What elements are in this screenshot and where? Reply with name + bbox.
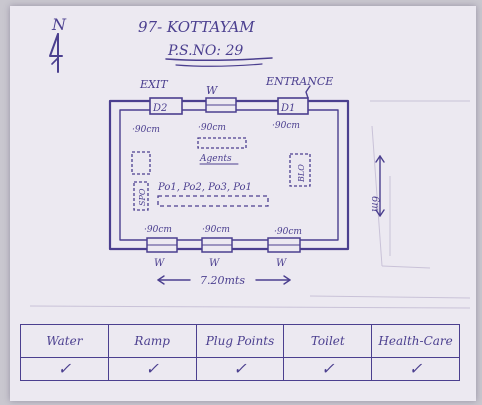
facilities-table: Water Ramp Plug Points Toilet Health-Car… — [20, 324, 460, 381]
health-care-check-mark: ✓ — [371, 357, 460, 381]
length-label: 7.20mts — [200, 274, 245, 287]
width-bottom-mid: ·90cm — [202, 225, 230, 235]
left-desk: SPO — [131, 151, 151, 211]
ghost-lines — [29, 100, 471, 309]
window-bottom-mid — [201, 237, 233, 253]
facility-toilet-header: Toilet — [283, 324, 373, 358]
right-desk: BLO — [289, 153, 311, 187]
facilities-header-row: Water Ramp Plug Points Toilet Health-Car… — [20, 324, 460, 358]
facility-water-header: Water — [20, 324, 109, 358]
exit-label: EXIT — [139, 78, 169, 91]
facility-ramp-header: Ramp — [107, 324, 197, 358]
agents-label: Agents — [199, 154, 232, 164]
facility-health-care-header: Health-Care — [371, 324, 460, 358]
agents-table: Agents — [197, 137, 247, 165]
width-top-left: ·90cm — [132, 125, 160, 135]
door-d1: D1 — [277, 85, 311, 115]
facilities-check-row: ✓ ✓ ✓ ✓ ✓ — [20, 357, 460, 381]
width-top-mid: ·90cm — [198, 123, 226, 133]
width-bottom-right: ·90cm — [274, 227, 302, 237]
plug-points-check-mark: ✓ — [195, 357, 285, 381]
north-arrow: N — [49, 15, 67, 73]
window-label-bottom-left: W — [154, 258, 165, 269]
officers-label: Po1, Po2, Po3, Po1 — [157, 182, 252, 193]
width-bottom-left: ·90cm — [144, 225, 172, 235]
depth-dimension: 6m — [369, 155, 385, 217]
survey-sheet: N 97- KOTTAYAM P.S.NO: 29 EXIT W ENTRANC… — [10, 6, 476, 401]
window-bottom-left — [146, 237, 178, 253]
water-check-mark: ✓ — [20, 357, 109, 381]
window-label-top: W — [206, 84, 219, 97]
window-bottom-right — [267, 237, 301, 253]
window-label-bottom-mid: W — [209, 258, 220, 269]
right-desk-label: BLO — [297, 164, 306, 183]
polling-station-number: P.S.NO: 29 — [167, 43, 243, 59]
facility-plug-points-header: Plug Points — [195, 324, 285, 358]
floor-plan-sketch: N 97- KOTTAYAM P.S.NO: 29 EXIT W ENTRANC… — [29, 15, 471, 309]
door-d2-label: D2 — [152, 103, 167, 114]
left-desk-label: SPO — [138, 188, 147, 206]
entrance-label: ENTRANCE — [265, 75, 333, 88]
window-top — [205, 97, 237, 113]
north-label: N — [51, 15, 67, 34]
ramp-check-mark: ✓ — [107, 357, 197, 381]
door-d1-label: D1 — [280, 103, 295, 114]
depth-label: 6m — [369, 196, 380, 212]
length-dimension: 7.20mts — [157, 274, 291, 287]
constituency-title: 97- KOTTAYAM — [138, 18, 255, 36]
toilet-check-mark: ✓ — [283, 357, 373, 381]
officers-counter: Po1, Po2, Po3, Po1 — [157, 182, 269, 207]
window-label-bottom-right: W — [276, 258, 287, 269]
door-d2: D2 — [149, 97, 183, 115]
width-top-right: ·90cm — [272, 121, 300, 131]
